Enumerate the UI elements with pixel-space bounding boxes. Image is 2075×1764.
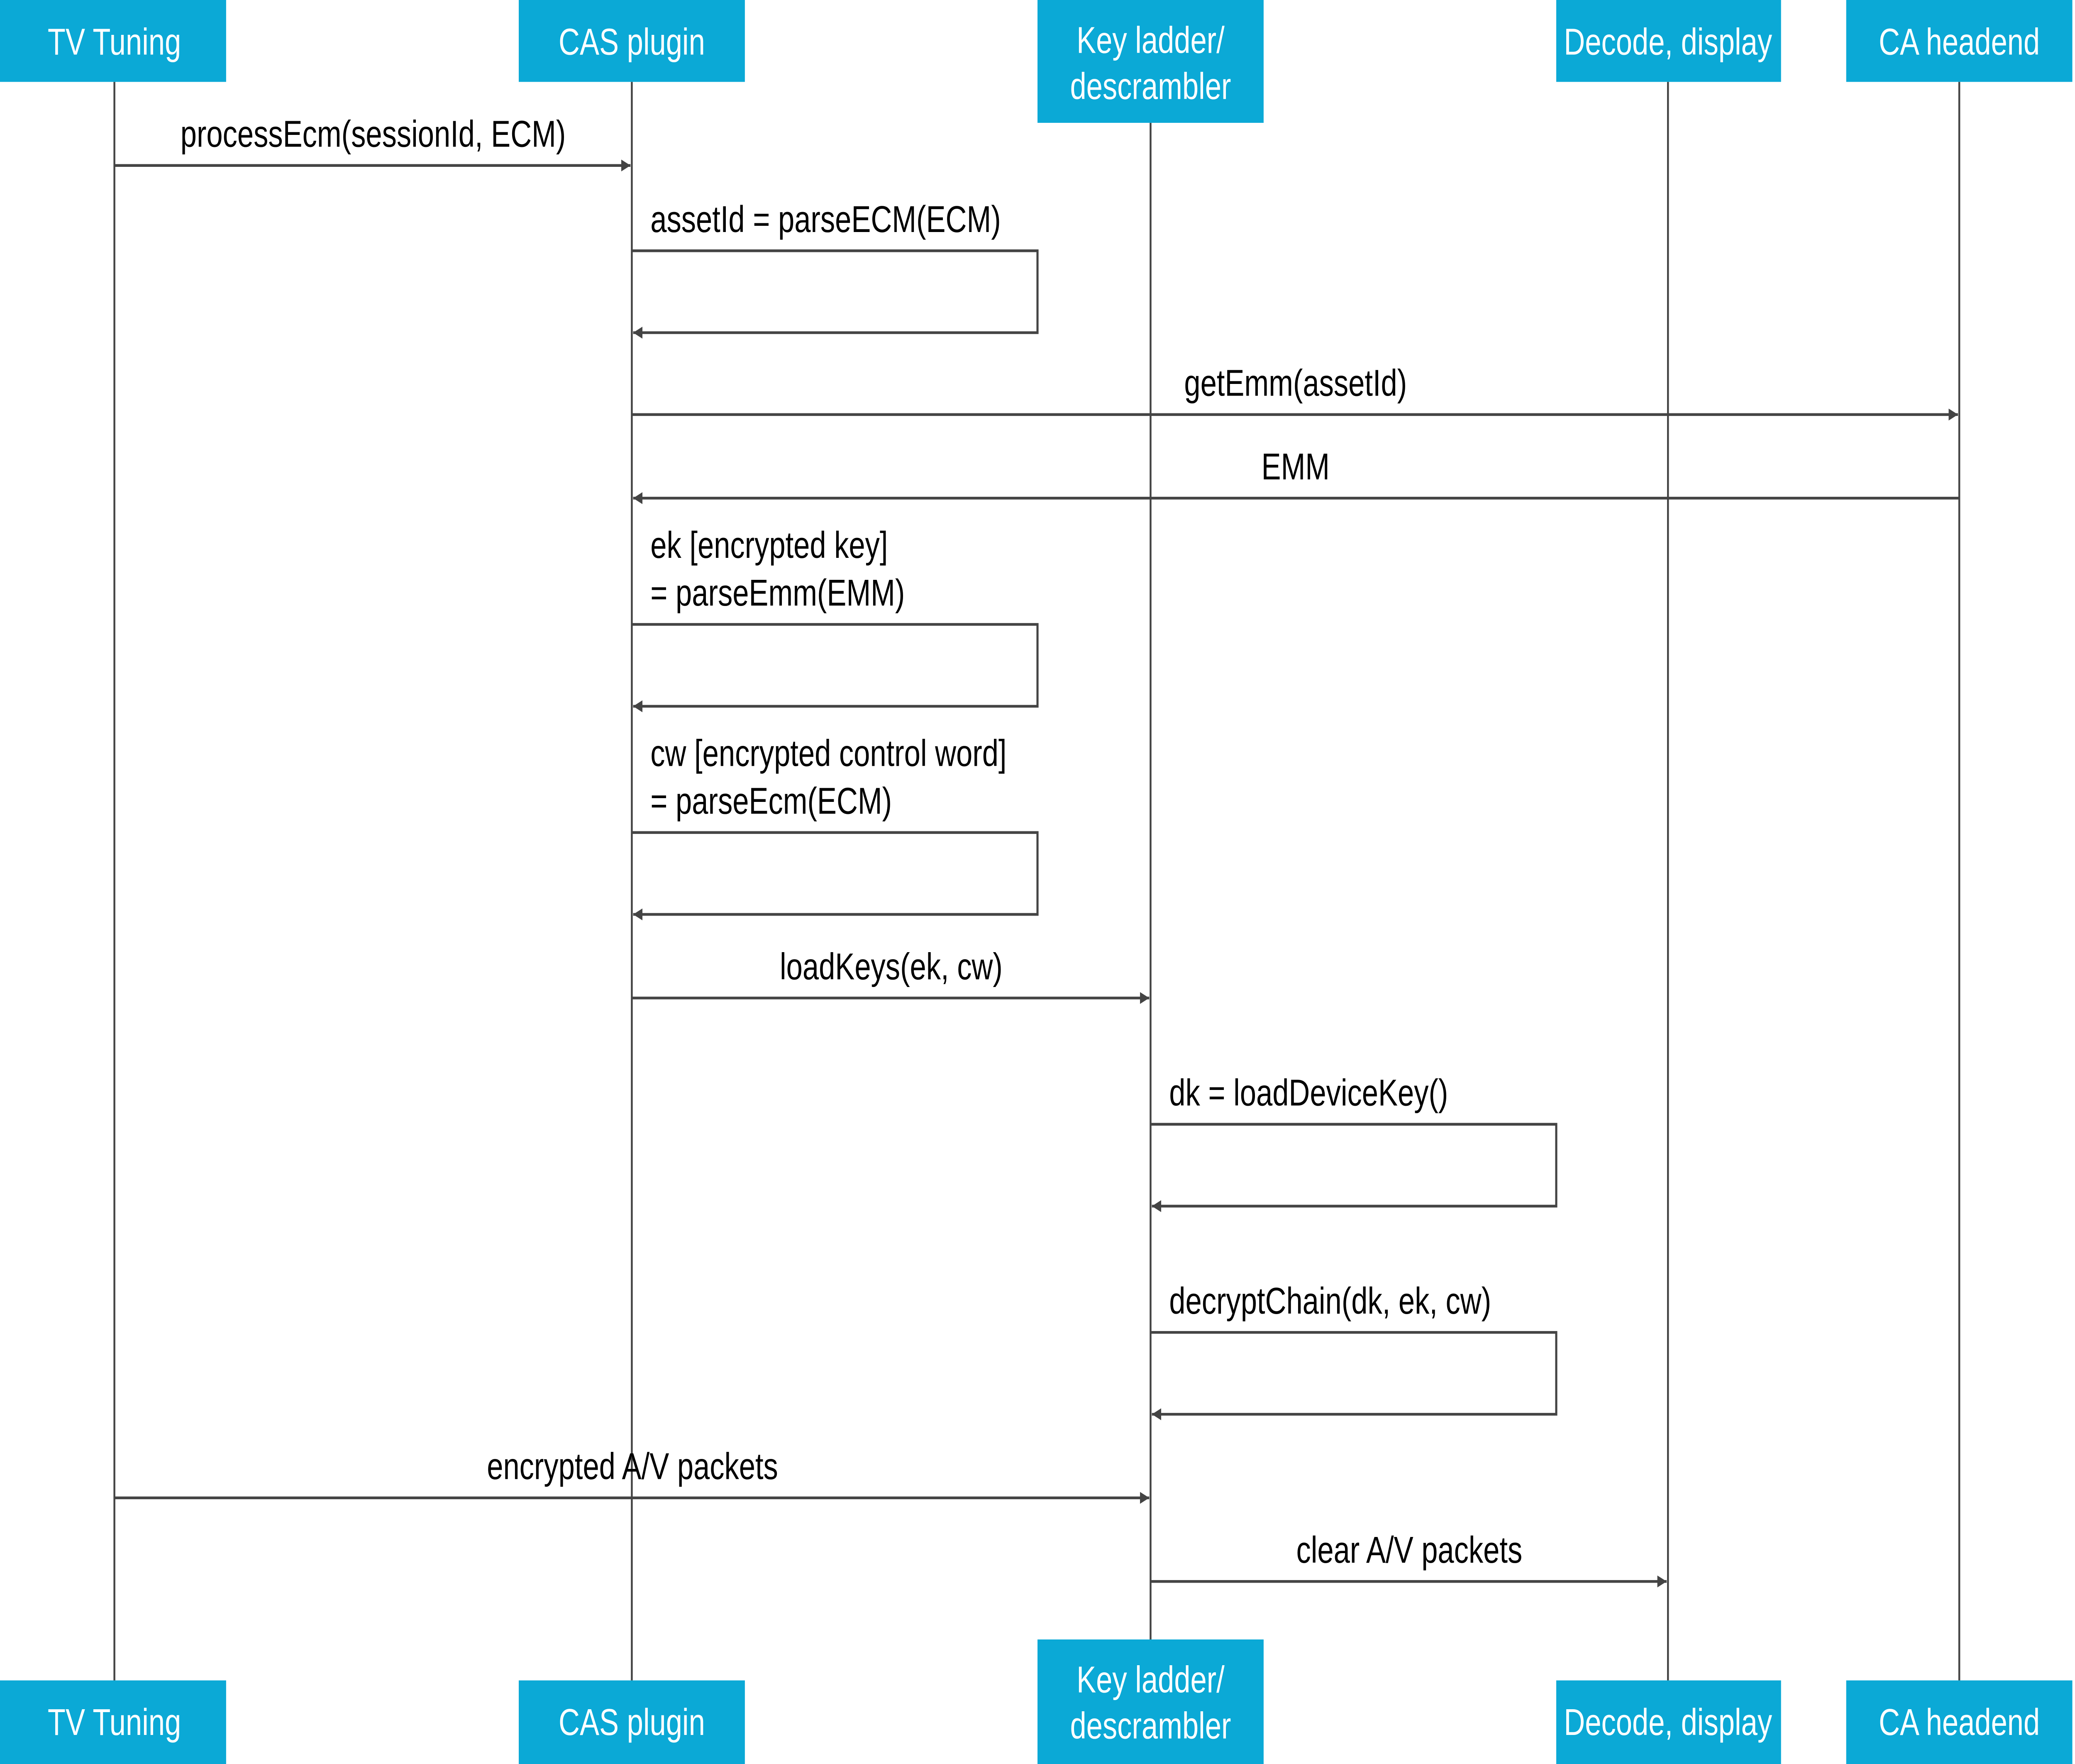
message-label: loadKeys(ek, cw) xyxy=(780,946,1003,987)
message: processEcm(sessionId, ECM) xyxy=(114,113,631,172)
message-label: = parseEmm(EMM) xyxy=(650,572,905,614)
participant-label: TV Tuning xyxy=(48,21,181,63)
participant-bottom-box: Decode, display xyxy=(1556,1680,1781,1764)
participant-top-box: TV Tuning xyxy=(0,0,226,82)
participant-bottom-box: Key ladder/descrambler xyxy=(1038,1639,1264,1764)
participant-box-background xyxy=(1556,1680,1781,1764)
participant-label: descrambler xyxy=(1070,66,1231,107)
message: EMM xyxy=(633,446,1960,504)
message: cw [encrypted control word] = parseEcm(EC… xyxy=(632,733,1039,921)
participant-label: Key ladder/ xyxy=(1077,20,1225,61)
message-label: = parseEcm(ECM) xyxy=(650,780,892,822)
participant-box-background xyxy=(519,1680,745,1764)
message-label: decryptChain(dk, ek, cw) xyxy=(1169,1280,1491,1322)
participant-label: CA headend xyxy=(1879,21,2040,63)
participant-bottom-box: CAS plugin xyxy=(519,1680,745,1764)
self-call-arrow xyxy=(632,623,1039,713)
message: encrypted A/V packets xyxy=(114,1446,1150,1504)
participant-box-background xyxy=(1846,0,2073,82)
self-call-arrow xyxy=(632,249,1039,339)
message-label: encrypted A/V packets xyxy=(487,1446,778,1487)
message-label: getEmm(assetId) xyxy=(1184,362,1407,404)
participant-label: CA headend xyxy=(1879,1702,2040,1743)
participant-box-background xyxy=(1846,1680,2073,1764)
message-label: cw [encrypted control word] xyxy=(650,733,1006,774)
participant-top-box: Decode, display xyxy=(1556,0,1781,82)
lifelines xyxy=(113,82,1960,1681)
participant-box-background xyxy=(0,1680,226,1764)
participant-box-background xyxy=(1556,0,1781,82)
message: decryptChain(dk, ek, cw) xyxy=(1150,1280,1557,1420)
self-call-arrow xyxy=(1150,1123,1557,1212)
participant-bottom-box: TV Tuning xyxy=(0,1680,226,1764)
participant-box-background xyxy=(519,0,745,82)
message: dk = loadDeviceKey() xyxy=(1150,1072,1557,1212)
participant-label: Decode, display xyxy=(1564,1702,1772,1743)
message: clear A/V packets xyxy=(1150,1529,1667,1588)
message-label: assetId = parseECM(ECM) xyxy=(650,199,1001,240)
self-call-arrow xyxy=(632,831,1039,921)
message: ek [encrypted key] = parseEmm(EMM) xyxy=(632,525,1039,713)
self-call-arrow xyxy=(1150,1331,1557,1420)
participant-top-box: CA headend xyxy=(1846,0,2073,82)
message: assetId = parseECM(ECM) xyxy=(632,199,1039,339)
participant-label: Decode, display xyxy=(1564,21,1772,63)
participant-top-box: CAS plugin xyxy=(519,0,745,82)
participant-label: Key ladder/ xyxy=(1077,1659,1225,1700)
message: getEmm(assetId) xyxy=(632,362,1958,421)
participant-bottom-box: CA headend xyxy=(1846,1680,2073,1764)
participant-top-box: Key ladder/descrambler xyxy=(1038,0,1264,123)
participant-box-background xyxy=(1038,1639,1264,1764)
message: loadKeys(ek, cw) xyxy=(632,946,1150,1004)
message-label: dk = loadDeviceKey() xyxy=(1169,1072,1448,1114)
participant-box-background xyxy=(0,0,226,82)
participant-label: TV Tuning xyxy=(48,1702,181,1743)
participant-box-background xyxy=(1038,0,1264,123)
participant-label: descrambler xyxy=(1070,1705,1231,1747)
message-label: ek [encrypted key] xyxy=(650,525,888,566)
message-label: clear A/V packets xyxy=(1296,1529,1522,1571)
message-label: EMM xyxy=(1262,446,1330,488)
message-label: processEcm(sessionId, ECM) xyxy=(181,113,566,155)
participant-label: CAS plugin xyxy=(559,21,705,63)
messages: processEcm(sessionId, ECM) assetId = pars… xyxy=(114,113,1960,1588)
participant-label: CAS plugin xyxy=(559,1702,705,1743)
